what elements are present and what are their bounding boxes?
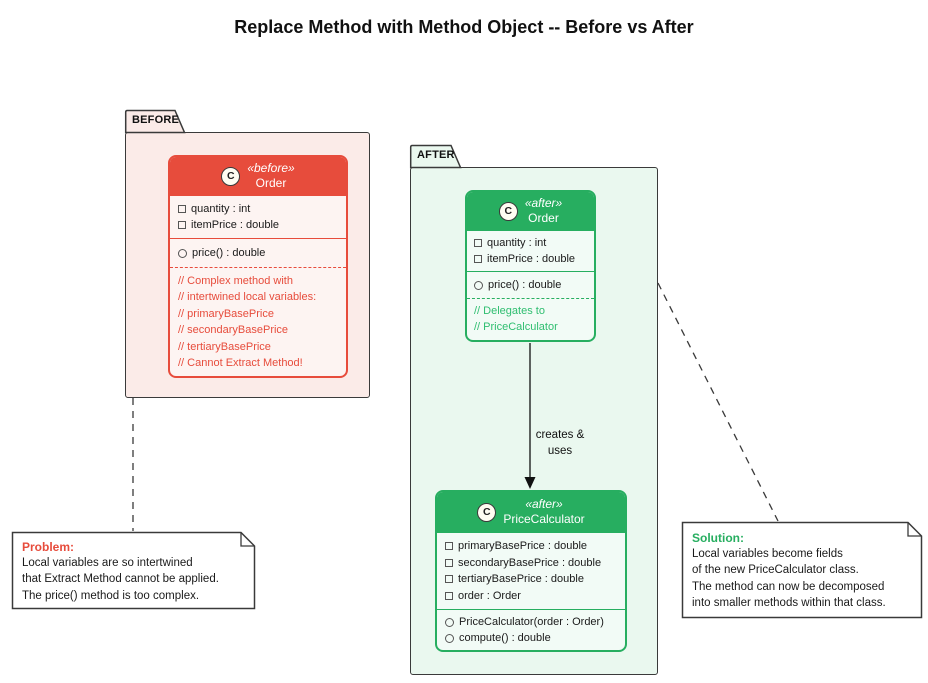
comment-line: // primaryBasePrice [178, 307, 274, 320]
field-row: primaryBasePrice : double [445, 538, 617, 555]
note-line: The method can now be decomposed [692, 580, 885, 593]
field-label: quantity : int [487, 237, 547, 249]
class-stereotype: «after» [524, 196, 563, 210]
problem-note-fold-icon [240, 532, 255, 547]
comment-line: // secondaryBasePrice [178, 324, 289, 337]
price-calculator-methods: PriceCalculator(order : Order) compute()… [437, 609, 625, 650]
field-row: itemPrice : double [474, 251, 587, 267]
solution-note-title: Solution: [692, 531, 744, 545]
field-icon [178, 205, 186, 213]
method-icon [445, 617, 454, 627]
before-order-class: C «before» Order quantity : int itemPric… [168, 155, 348, 378]
method-row: PriceCalculator(order : Order) [445, 614, 617, 630]
creates-uses-arrowhead-icon [524, 477, 536, 489]
class-stereotype: «before» [247, 161, 295, 175]
problem-note-shape [11, 531, 256, 610]
field-row: quantity : int [178, 201, 338, 217]
after-order-title: «after» Order [525, 196, 562, 226]
method-row: compute() : double [445, 630, 617, 646]
creates-uses-label-line2: uses [547, 445, 573, 457]
before-order-attributes: quantity : int itemPrice : double [170, 195, 346, 238]
comment-line: // Cannot Extract Method! [178, 357, 303, 370]
method-label: price() : double [488, 279, 562, 291]
solution-note-shape [681, 521, 923, 619]
comment-line: // Delegates to [474, 305, 545, 317]
method-label: PriceCalculator(order : Order) [459, 616, 604, 628]
price-calculator-attributes: primaryBasePrice : double secondaryBaseP… [437, 532, 625, 609]
class-icon: C [221, 166, 241, 186]
price-calculator-class: C «after» PriceCalculator primaryBasePri… [435, 490, 627, 652]
class-icon: C [498, 201, 518, 221]
before-order-comments: // Complex method with // intertwined lo… [170, 267, 346, 376]
problem-note-title: Problem: [22, 540, 75, 554]
field-icon [445, 542, 453, 551]
field-row: order : Order [445, 588, 617, 605]
field-icon [474, 255, 482, 263]
field-row: quantity : int [474, 235, 587, 251]
field-row: tertiaryBasePrice : double [445, 571, 617, 588]
price-calculator-title: «after» PriceCalculator [503, 497, 584, 527]
class-icon: C [477, 502, 497, 522]
field-icon [474, 239, 482, 247]
method-row: price() : double [178, 245, 338, 261]
before-order-header: C «before» Order [170, 157, 346, 195]
method-label: compute() : double [459, 632, 551, 644]
method-row: price() : double [474, 277, 587, 293]
field-label: quantity : int [191, 203, 251, 215]
before-package-tab [124, 109, 186, 134]
after-package-tab [409, 144, 462, 169]
after-package-label: AFTER [417, 149, 455, 161]
after-order-methods: price() : double [467, 271, 594, 298]
note-line: Local variables are so intertwined [22, 557, 193, 569]
after-order-header: C «after» Order [467, 192, 594, 230]
after-order-comments: // Delegates to // PriceCalculator [467, 298, 594, 340]
note-line: that Extract Method cannot be applied. [22, 573, 219, 586]
field-icon [178, 221, 186, 229]
class-name: Order [528, 211, 559, 225]
creates-uses-label-line1: creates & [535, 429, 585, 441]
price-calculator-header: C «after» PriceCalculator [437, 492, 625, 532]
after-solution-connector [657, 282, 779, 522]
class-name: PriceCalculator [503, 512, 585, 526]
note-line: into smaller methods within that class. [692, 597, 886, 610]
class-name: Order [255, 176, 287, 190]
comment-line: // tertiaryBasePrice [178, 340, 271, 353]
note-line: The price() method is too complex. [22, 589, 200, 602]
field-label: tertiaryBasePrice : double [458, 573, 584, 585]
field-icon [445, 558, 453, 567]
class-stereotype: «after» [525, 497, 563, 511]
field-label: itemPrice : double [191, 219, 280, 231]
before-order-title: «before» Order [247, 161, 294, 191]
method-icon [178, 248, 187, 258]
field-icon [445, 575, 453, 584]
note-line: Local variables become fields [692, 548, 843, 560]
before-order-methods: price() : double [170, 238, 346, 267]
method-label: price() : double [192, 247, 266, 259]
method-icon [474, 280, 483, 290]
solution-note: Solution: Local variables become fields … [682, 522, 922, 618]
note-line: of the new PriceCalculator class. [692, 564, 859, 577]
before-package-label: BEFORE [132, 114, 180, 126]
comment-line: // Complex method with [178, 275, 293, 287]
field-label: secondaryBasePrice : double [458, 556, 602, 569]
field-label: order : Order [458, 589, 521, 602]
diagram-title: Replace Method with Method Object -- Bef… [234, 17, 694, 37]
field-label: primaryBasePrice : double [458, 540, 588, 552]
method-icon [445, 633, 454, 643]
creates-uses-label: creates & uses [500, 427, 620, 459]
field-row: secondaryBasePrice : double [445, 555, 617, 572]
comment-line: // PriceCalculator [474, 321, 558, 334]
field-icon [445, 591, 453, 600]
problem-note: Problem: Local variables are so intertwi… [12, 532, 255, 609]
solution-note-fold-icon [907, 522, 922, 537]
after-order-attributes: quantity : int itemPrice : double [467, 230, 594, 271]
field-label: itemPrice : double [487, 253, 576, 265]
after-order-class: C «after» Order quantity : int itemPrice… [465, 190, 596, 342]
field-row: itemPrice : double [178, 217, 338, 233]
comment-line: // intertwined local variables: [178, 291, 317, 304]
